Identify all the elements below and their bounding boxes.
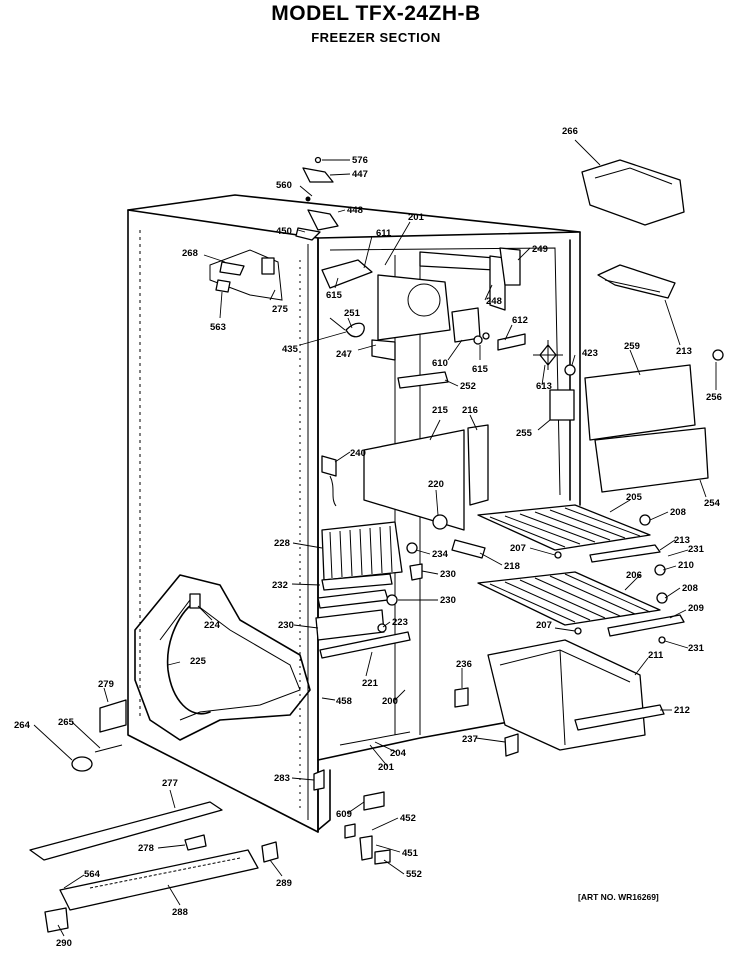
- base-hardware-parts: [313, 687, 519, 865]
- callout-labels: 576 447 560 448 450 201 611 268 615 275 …: [14, 126, 722, 949]
- callout-289: 289: [276, 878, 292, 889]
- callout-447: 447: [352, 169, 368, 180]
- callout-615: 615: [472, 364, 489, 375]
- callout-277: 277: [162, 778, 178, 789]
- callout-251: 251: [344, 308, 361, 319]
- control-housing: [321, 247, 526, 361]
- callout-450: 450: [276, 226, 292, 237]
- callout-230: 230: [440, 595, 456, 606]
- callout-612: 612: [512, 315, 528, 326]
- callout-248: 248: [486, 296, 502, 307]
- callout-215: 215: [432, 405, 449, 416]
- callout-240: 240: [350, 448, 366, 459]
- drain-trough: [134, 574, 311, 741]
- callout-225: 225: [190, 656, 207, 667]
- callout-254: 254: [704, 498, 721, 509]
- callout-279: 279: [98, 679, 114, 690]
- callout-435: 435: [282, 344, 299, 355]
- callout-552: 552: [406, 869, 422, 880]
- callout-206: 206: [626, 570, 642, 581]
- callout-221: 221: [362, 678, 379, 689]
- callout-613: 613: [536, 381, 552, 392]
- callout-615: 615: [326, 290, 343, 301]
- callout-213: 213: [676, 346, 692, 357]
- callout-609: 609: [336, 809, 352, 820]
- callout-423: 423: [582, 348, 598, 359]
- callout-211: 211: [648, 650, 664, 661]
- drain-plug-parts: [71, 699, 127, 772]
- callout-207: 207: [510, 543, 526, 554]
- callout-210: 210: [678, 560, 694, 571]
- callout-278: 278: [138, 843, 154, 854]
- callout-266: 266: [562, 126, 578, 137]
- door-shelf-panels: [584, 349, 724, 493]
- callout-236: 236: [456, 659, 472, 670]
- callout-209: 209: [688, 603, 704, 614]
- callout-212: 212: [674, 705, 690, 716]
- callout-231: 231: [688, 544, 705, 555]
- callout-252: 252: [460, 381, 476, 392]
- callout-452: 452: [400, 813, 416, 824]
- ice-bucket: [581, 159, 685, 226]
- ice-tray: [597, 264, 676, 299]
- callout-256: 256: [706, 392, 722, 403]
- callout-205: 205: [626, 492, 643, 503]
- section-subtitle: FREEZER SECTION: [311, 30, 441, 45]
- duct-and-cover-parts: [321, 371, 489, 531]
- fan-parts: [533, 340, 576, 421]
- callout-610: 610: [432, 358, 448, 369]
- callout-230: 230: [440, 569, 456, 580]
- callout-255: 255: [516, 428, 533, 439]
- callout-264: 264: [14, 720, 31, 731]
- callout-230: 230: [278, 620, 294, 631]
- control-bracket-parts: [209, 249, 283, 301]
- page-title: MODEL TFX-24ZH-B: [271, 2, 481, 25]
- callout-228: 228: [274, 538, 290, 549]
- callout-204: 204: [390, 748, 407, 759]
- callout-218: 218: [504, 561, 520, 572]
- evaporator-coil: [315, 521, 486, 659]
- top-hinge-parts: [295, 156, 339, 241]
- callout-216: 216: [462, 405, 478, 416]
- callout-208: 208: [682, 583, 698, 594]
- callout-283: 283: [274, 773, 290, 784]
- callout-448: 448: [347, 205, 363, 216]
- callout-611: 611: [376, 228, 392, 239]
- callout-224: 224: [204, 620, 221, 631]
- toe-grille-assembly: [29, 801, 279, 933]
- callout-259: 259: [624, 341, 640, 352]
- callout-231: 231: [688, 643, 705, 654]
- callout-275: 275: [272, 304, 289, 315]
- callout-201: 201: [378, 762, 395, 773]
- callout-237: 237: [462, 734, 478, 745]
- callout-232: 232: [272, 580, 288, 591]
- freezer-basket: [487, 639, 665, 751]
- callout-290: 290: [56, 938, 72, 949]
- callout-458: 458: [336, 696, 352, 707]
- callout-220: 220: [428, 479, 444, 490]
- callout-247: 247: [336, 349, 352, 360]
- callout-200: 200: [382, 696, 398, 707]
- leader-lines: [33, 139, 717, 937]
- callout-576: 576: [352, 155, 368, 166]
- lower-wire-shelf: [477, 564, 685, 644]
- callout-207: 207: [536, 620, 552, 631]
- callout-288: 288: [172, 907, 188, 918]
- callout-249: 249: [532, 244, 548, 255]
- upper-wire-shelf: [477, 504, 661, 563]
- callout-451: 451: [402, 848, 419, 859]
- callout-213: 213: [674, 535, 690, 546]
- callout-563: 563: [210, 322, 226, 333]
- callout-268: 268: [182, 248, 198, 259]
- callout-223: 223: [392, 617, 408, 628]
- art-number: [ART NO. WR16269]: [578, 892, 659, 902]
- callout-564: 564: [84, 869, 101, 880]
- callout-201: 201: [408, 212, 425, 223]
- callout-265: 265: [58, 717, 75, 728]
- callout-560: 560: [276, 180, 292, 191]
- callout-234: 234: [432, 549, 449, 560]
- callout-208: 208: [670, 507, 686, 518]
